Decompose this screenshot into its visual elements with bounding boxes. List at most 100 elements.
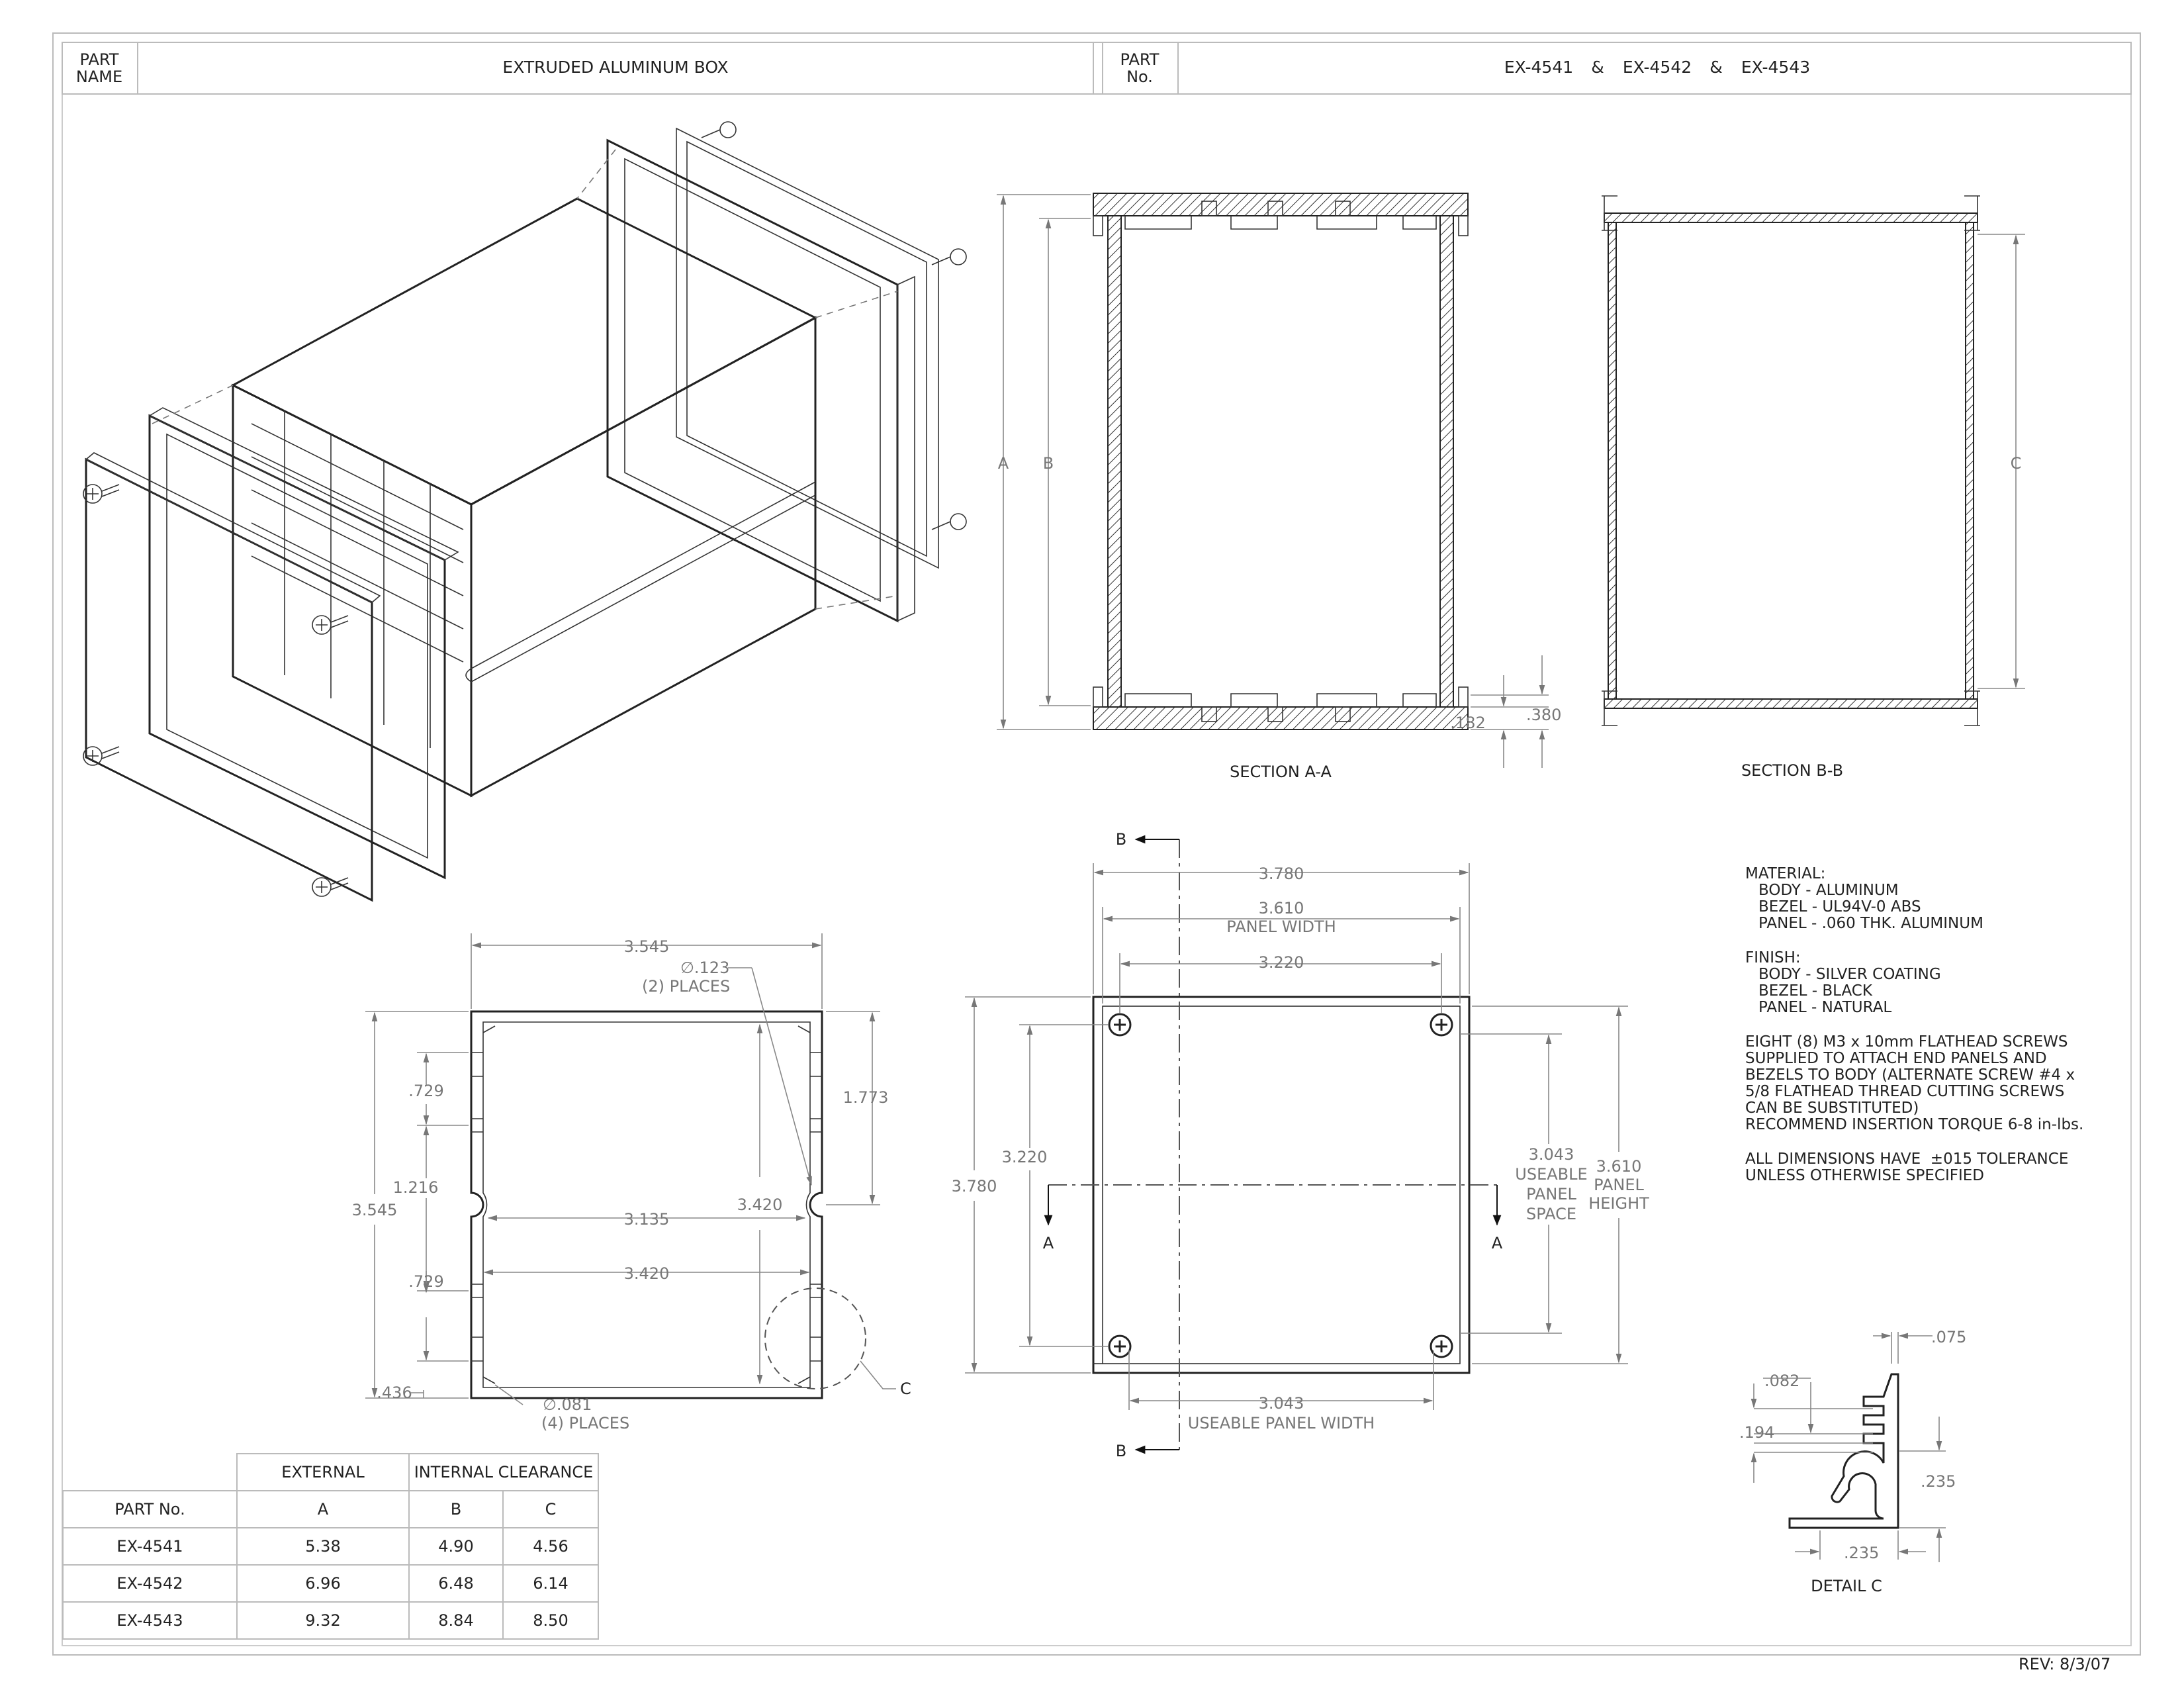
dim-3780-top: 3.780 bbox=[1259, 865, 1304, 883]
row-b: 4.90 bbox=[408, 1527, 504, 1566]
cut-a-left: A bbox=[1043, 1234, 1054, 1252]
row-b: 8.84 bbox=[408, 1601, 504, 1640]
screws-note-4: 5/8 FLATHEAD THREAD CUTTING SCREWS bbox=[1745, 1083, 2065, 1100]
hole-081: ∅.081 bbox=[543, 1395, 592, 1414]
dim-1773: 1.773 bbox=[843, 1088, 889, 1107]
row-c: 8.50 bbox=[502, 1601, 599, 1640]
dim-3420-vertical: 3.420 bbox=[737, 1196, 783, 1214]
panel-width-label: PANEL WIDTH bbox=[1226, 917, 1336, 936]
dim-082: .082 bbox=[1764, 1372, 1799, 1390]
table-header-row-1: EXTERNAL INTERNAL CLEARANCE bbox=[63, 1453, 599, 1491]
dim-436: .436 bbox=[377, 1383, 412, 1402]
panel-label: PANEL bbox=[1526, 1185, 1576, 1203]
dim-3420-horizontal: 3.420 bbox=[624, 1264, 670, 1283]
finish-body: BODY - SILVER COATING bbox=[1758, 966, 1941, 983]
part-number-3: EX-4543 bbox=[1741, 58, 1810, 77]
section-bb-title: SECTION B-B bbox=[1741, 761, 1843, 780]
dim-729-bottom: .729 bbox=[408, 1272, 443, 1291]
material-panel: PANEL - .060 THK. ALUMINUM bbox=[1758, 915, 1983, 932]
part-number-1: EX-4541 bbox=[1504, 58, 1573, 77]
tolerance-note-1: ALL DIMENSIONS HAVE ±015 TOLERANCE bbox=[1745, 1150, 2069, 1168]
dim-075: .075 bbox=[1931, 1328, 1966, 1346]
useable-label: USEABLE bbox=[1515, 1165, 1587, 1184]
screws-note-6: RECOMMEND INSERTION TORQUE 6-8 in-lbs. bbox=[1745, 1116, 2084, 1133]
dim-3610: 3.610 bbox=[1259, 899, 1304, 917]
row-a: 6.96 bbox=[236, 1564, 410, 1603]
hole-123-places: (2) PLACES bbox=[642, 977, 730, 996]
table-row: EX-4542 6.96 6.48 6.14 bbox=[62, 1564, 599, 1603]
material-bezel: BEZEL - UL94V-0 ABS bbox=[1758, 898, 1921, 915]
dim-235-horizontal: .235 bbox=[1844, 1544, 1879, 1562]
material-body: BODY - ALUMINUM bbox=[1758, 882, 1899, 899]
revision-label: REV: 8/3/07 bbox=[2019, 1655, 2111, 1673]
section-b-b-view: C SECTION B-B bbox=[1602, 195, 2025, 780]
table-header-row-2: PART No. A B C bbox=[62, 1490, 599, 1528]
useable-panel-width-label: USEABLE PANEL WIDTH bbox=[1188, 1414, 1375, 1432]
header-col-a: A bbox=[236, 1490, 410, 1528]
screw-icons bbox=[83, 121, 967, 897]
part-no-label-1: PART bbox=[1120, 50, 1160, 69]
notes-block: MATERIAL: BODY - ALUMINUM BEZEL - UL94V-… bbox=[1745, 866, 2169, 1184]
detail-c-view: .075 .082 .194 .235 .235 DETAIL C bbox=[1739, 1328, 1966, 1595]
row-part: EX-4543 bbox=[62, 1601, 238, 1640]
bezel-screw-icons bbox=[1108, 1013, 1453, 1358]
isometric-exploded-view bbox=[83, 121, 967, 902]
detail-c-title: DETAIL C bbox=[1811, 1577, 1882, 1595]
dim-3780-left: 3.780 bbox=[952, 1177, 997, 1196]
dim-3043-bottom: 3.043 bbox=[1259, 1394, 1304, 1413]
height-label: HEIGHT bbox=[1588, 1194, 1649, 1213]
section-aa-dim-a: A bbox=[998, 454, 1009, 473]
row-c: 4.56 bbox=[502, 1527, 599, 1566]
dim-3220-left: 3.220 bbox=[1002, 1148, 1048, 1166]
row-c: 6.14 bbox=[502, 1564, 599, 1603]
dim-235-vertical: .235 bbox=[1921, 1472, 1956, 1491]
profile-end-view: 3.545 ∅.123 (2) PLACES 1.773 3.420 3.545… bbox=[352, 933, 911, 1432]
front-bezel-view: B B A A 3.780 3.610 PANEL WIDTH 3.220 3.… bbox=[952, 830, 1649, 1460]
dim-729-top: .729 bbox=[408, 1082, 443, 1100]
row-a: 9.32 bbox=[236, 1601, 410, 1640]
tolerance-note-2: UNLESS OTHERWISE SPECIFIED bbox=[1745, 1167, 1984, 1184]
dim-3610-right: 3.610 bbox=[1596, 1157, 1642, 1176]
profile-width-top: 3.545 bbox=[624, 937, 670, 956]
dimension-table: EXTERNAL INTERNAL CLEARANCE PART No. A B… bbox=[62, 1453, 599, 1640]
cut-a-right: A bbox=[1492, 1234, 1503, 1252]
row-part: EX-4541 bbox=[62, 1527, 238, 1566]
table-row: EX-4541 5.38 4.90 4.56 bbox=[62, 1527, 599, 1566]
screws-note-2: SUPPLIED TO ATTACH END PANELS AND bbox=[1745, 1050, 2047, 1067]
part-name: EXTRUDED ALUMINUM BOX bbox=[502, 58, 728, 77]
section-bb-dim-c: C bbox=[2011, 454, 2022, 473]
section-aa-dim-b: B bbox=[1043, 454, 1054, 473]
row-part: EX-4542 bbox=[62, 1564, 238, 1603]
section-a-a-view: A B .182 .380 SECTION A-A bbox=[997, 193, 1561, 781]
dim-194: .194 bbox=[1739, 1423, 1774, 1442]
header-external: EXTERNAL bbox=[236, 1453, 410, 1491]
header-col-b: B bbox=[408, 1490, 504, 1528]
finish-title: FINISH: bbox=[1745, 949, 1801, 966]
hole-123: ∅.123 bbox=[680, 959, 729, 977]
header-partno: PART No. bbox=[62, 1490, 238, 1528]
finish-panel: PANEL - NATURAL bbox=[1758, 999, 1892, 1016]
header-col-c: C bbox=[502, 1490, 599, 1528]
hole-081-places: (4) PLACES bbox=[541, 1414, 629, 1432]
dim-3135: 3.135 bbox=[624, 1210, 670, 1229]
dim-380: .380 bbox=[1526, 706, 1561, 724]
screws-note-5: CAN BE SUBSTITUTED) bbox=[1745, 1100, 1919, 1117]
part-number-3-sep: & bbox=[1709, 58, 1723, 77]
screws-note-1: EIGHT (8) M3 x 10mm FLATHEAD SCREWS bbox=[1745, 1033, 2068, 1051]
profile-height-left: 3.545 bbox=[352, 1201, 398, 1219]
material-title: MATERIAL: bbox=[1745, 865, 1826, 882]
space-label: SPACE bbox=[1526, 1205, 1576, 1223]
dim-3043-right: 3.043 bbox=[1529, 1145, 1574, 1164]
panel-label-2: PANEL bbox=[1594, 1176, 1644, 1194]
finish-bezel: BEZEL - BLACK bbox=[1758, 982, 1872, 1000]
part-number-2: EX-4542 bbox=[1623, 58, 1692, 77]
screws-note-3: BEZELS TO BODY (ALTERNATE SCREW #4 x bbox=[1745, 1066, 2075, 1084]
title-block: PART NAME EXTRUDED ALUMINUM BOX PART No.… bbox=[62, 42, 2132, 95]
detail-c-callout: C bbox=[900, 1380, 911, 1398]
part-no-label-2: No. bbox=[1126, 68, 1153, 86]
part-name-label-1: PART bbox=[80, 50, 119, 69]
dim-1216: 1.216 bbox=[393, 1178, 439, 1197]
outer-border bbox=[52, 32, 2141, 1656]
row-a: 5.38 bbox=[236, 1527, 410, 1566]
row-b: 6.48 bbox=[408, 1564, 504, 1603]
